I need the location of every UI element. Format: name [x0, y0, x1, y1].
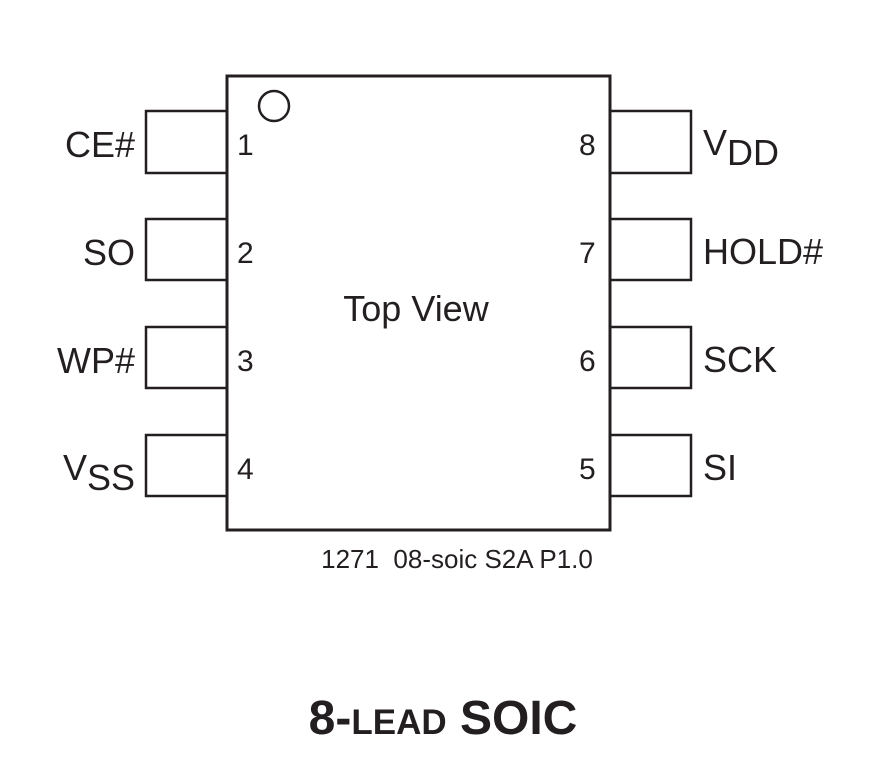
pin-8-label: VDD	[703, 122, 779, 173]
reference-code: 1271 08-soic S2A P1.0	[321, 544, 593, 574]
pin-8-label-main: V	[703, 122, 727, 163]
pin-4-label-main: V	[63, 447, 87, 488]
title-part-2: LEAD	[351, 703, 446, 742]
pin-7-lead	[608, 217, 693, 282]
pin-4-label-sub: SS	[87, 457, 135, 498]
pin-2-number: 2	[237, 237, 254, 270]
pin-7-label: HOLD#	[703, 231, 823, 272]
pin-8-number: 8	[579, 129, 596, 162]
pin-3-lead	[144, 325, 229, 390]
pin-7-number: 7	[579, 237, 596, 270]
pin-4-lead	[144, 433, 229, 498]
pin-4-label: VSS	[63, 447, 135, 498]
pin-5-label: SI	[703, 447, 737, 488]
package-title: 8-LEAD SOIC	[309, 692, 578, 745]
pin-1-number: 1	[237, 129, 254, 162]
top-view-label: Top View	[343, 288, 489, 329]
pin1-indicator-icon	[257, 89, 291, 123]
pin-5-number: 5	[579, 453, 596, 486]
title-part-3: SOIC	[447, 692, 578, 745]
pin-1-label: CE#	[65, 124, 135, 165]
pin-2-label: SO	[83, 232, 135, 273]
package-body	[225, 74, 612, 532]
pin-1-lead	[144, 109, 229, 175]
pin-2-lead	[144, 217, 229, 282]
pin-4-number: 4	[237, 453, 254, 486]
pin-8-label-sub: DD	[727, 132, 779, 173]
pin-3-number: 3	[237, 345, 254, 378]
pin-8-lead	[608, 109, 693, 175]
pin-6-lead	[608, 325, 693, 390]
pin-3-label: WP#	[57, 340, 135, 381]
pin-6-number: 6	[579, 345, 596, 378]
pin-5-lead	[608, 433, 693, 498]
title-part-1: 8-	[309, 692, 352, 745]
pin-6-label: SCK	[703, 339, 777, 380]
